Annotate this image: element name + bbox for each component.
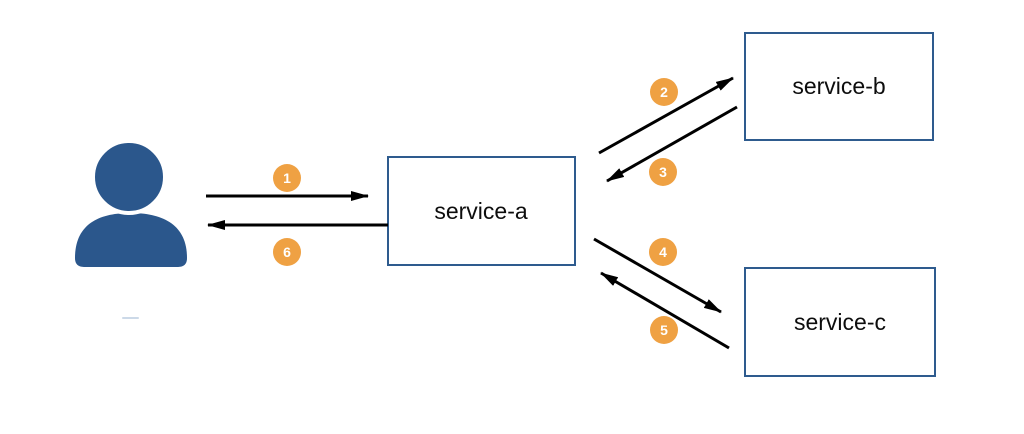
user-body-icon	[75, 213, 187, 267]
node-service-b: service-b	[744, 32, 934, 141]
sequence-badge-1: 1	[273, 164, 301, 192]
badge-circle-1	[273, 164, 301, 192]
badge-circle-5	[650, 316, 678, 344]
arrow-service-b-to-service-a	[606, 105, 738, 183]
badge-circle-4	[649, 238, 677, 266]
badge-number-1: 1	[283, 170, 291, 186]
sequence-badge-4: 4	[649, 238, 677, 266]
node-label-service-c: service-c	[794, 309, 886, 335]
sequence-badge-5: 5	[650, 316, 678, 344]
arrow-service-a-to-service-c	[593, 237, 722, 314]
sequence-badge-6: 6	[273, 238, 301, 266]
user-actor-icon	[75, 139, 187, 267]
user-head-icon	[91, 139, 167, 215]
badge-number-6: 6	[283, 244, 291, 260]
badge-circle-3	[649, 158, 677, 186]
badge-number-5: 5	[660, 322, 668, 338]
node-label-service-a: service-a	[434, 198, 528, 224]
sequence-badge-2: 2	[650, 78, 678, 106]
badge-circle-2	[650, 78, 678, 106]
node-box-service-b	[744, 32, 934, 141]
badge-number-2: 2	[660, 84, 668, 100]
badge-number-4: 4	[659, 244, 667, 260]
node-box-service-a	[387, 156, 576, 266]
sequence-badge-3: 3	[649, 158, 677, 186]
badge-circle-6	[273, 238, 301, 266]
arrow-service-c-to-service-a	[600, 271, 730, 350]
node-label-service-b: service-b	[792, 73, 885, 99]
node-box-service-c	[744, 267, 936, 377]
node-service-a: service-a	[387, 156, 576, 266]
arrow-service-a-to-service-b	[598, 76, 734, 155]
smudge-artifact	[122, 317, 139, 319]
node-service-c: service-c	[744, 267, 936, 377]
badge-number-3: 3	[659, 164, 667, 180]
